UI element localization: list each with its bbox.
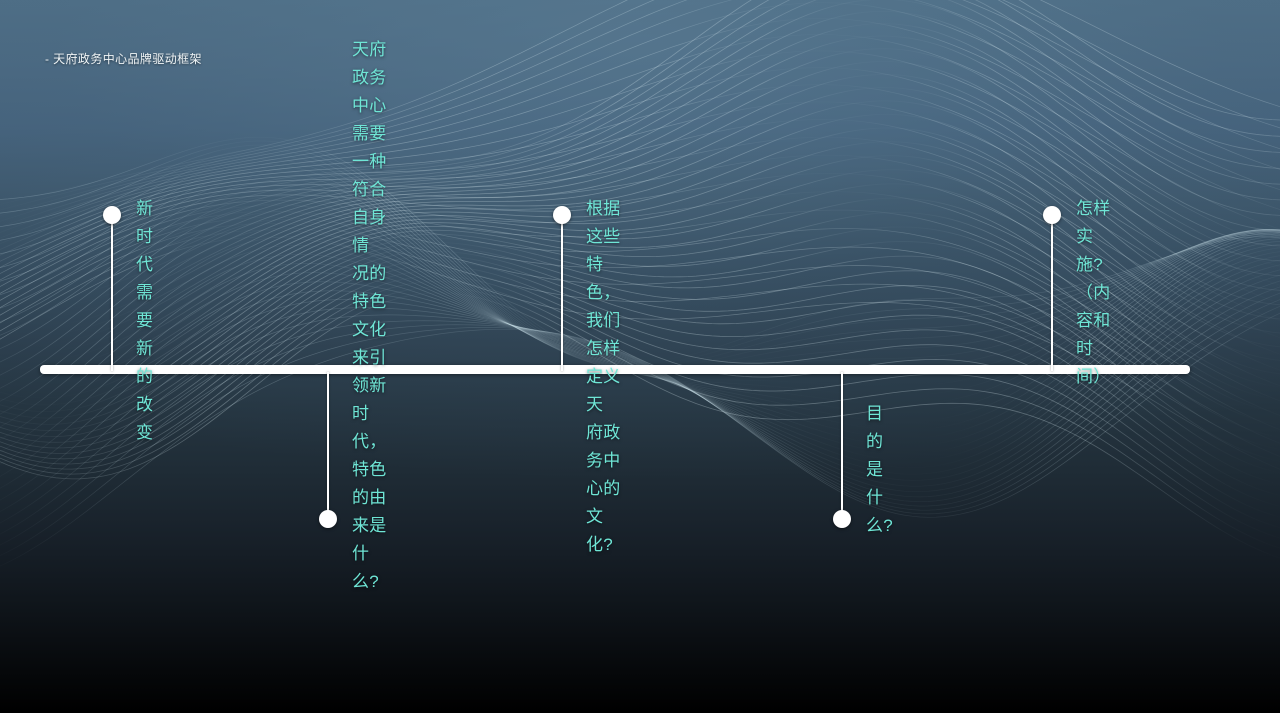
node-marker[interactable] xyxy=(319,510,337,528)
connector-line xyxy=(111,215,113,371)
connector-line xyxy=(327,372,329,520)
node-marker[interactable] xyxy=(553,206,571,224)
timeline-axis xyxy=(40,365,1190,374)
node-marker[interactable] xyxy=(833,510,851,528)
node-label: 新时代需要新的改变 xyxy=(136,199,154,442)
connector-line xyxy=(841,372,843,520)
node-label: 目的是什么? xyxy=(866,404,893,535)
header-note: - 天府政务中心品牌驱动框架 xyxy=(45,52,202,66)
node-marker[interactable] xyxy=(1043,206,1061,224)
node-label: 根据这些特色，我们怎样定义天 府政务中心的文化? xyxy=(586,199,621,554)
node-label: 怎样实施? （内容和时间） xyxy=(1076,199,1111,386)
connector-line xyxy=(1051,215,1053,371)
node-marker[interactable] xyxy=(103,206,121,224)
node-label: 天府政务中心需要一种符合自身情 况的特色文化来引领新时代，特色 的由来是什么? xyxy=(352,40,387,591)
connector-line xyxy=(561,215,563,371)
